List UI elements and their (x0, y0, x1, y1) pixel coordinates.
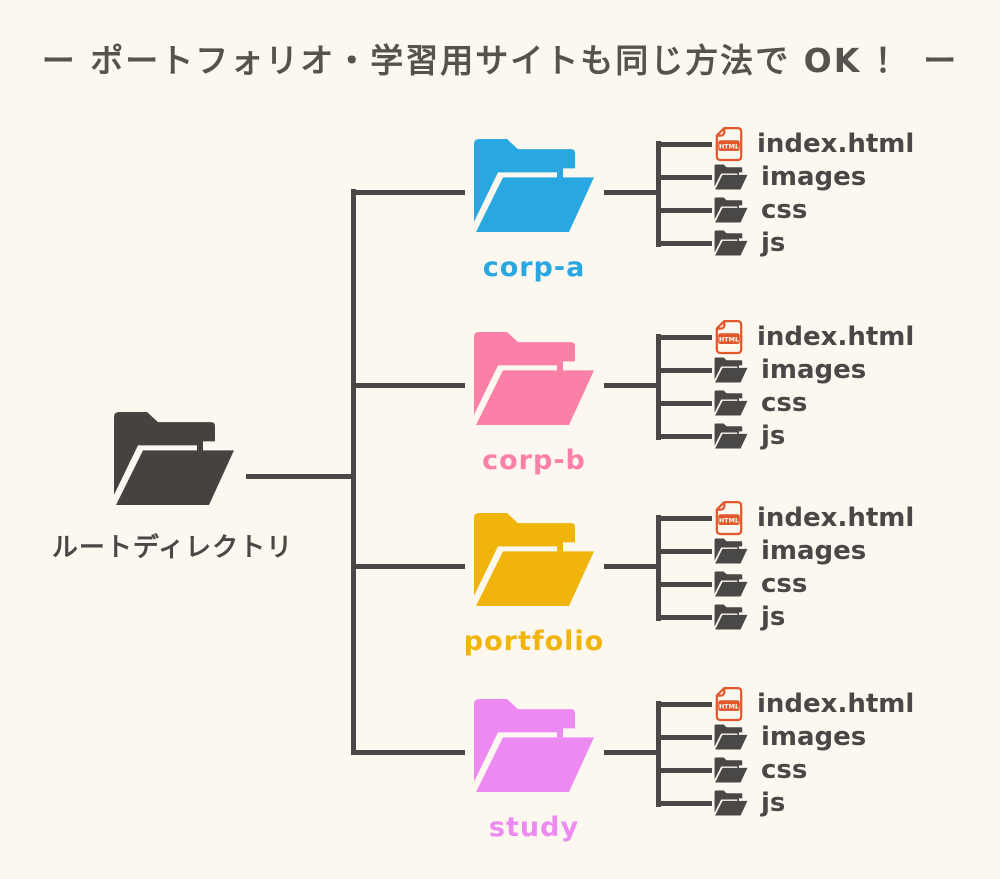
children-trunk-line (656, 141, 661, 247)
folder-name-label: images (761, 355, 867, 385)
folder-to-children-line (604, 383, 660, 388)
child-stub-line (656, 175, 712, 180)
folder-name-label: css (761, 755, 808, 785)
open-folder-icon (472, 330, 596, 427)
folder-group-corp-b: corp-b index.html images css js (0, 280, 1000, 495)
children-trunk-line (656, 334, 661, 440)
folder-label: corp-b (482, 445, 586, 476)
tree-node-js: js (714, 225, 785, 261)
folder-icon (714, 423, 748, 449)
folder-icon (714, 230, 748, 256)
branch-line (351, 383, 465, 388)
folder-to-children-line (604, 190, 660, 195)
folder-icon (714, 197, 748, 223)
root-connector-line (246, 474, 354, 479)
folder-name-label: images (761, 536, 867, 566)
folder-group-portfolio: portfolio index.html images css js (0, 461, 1000, 676)
folder-label: portfolio (463, 626, 605, 657)
child-stub-line (656, 516, 712, 521)
child-stub-line (656, 401, 712, 406)
child-stub-line (656, 735, 712, 740)
tree-node-index-html: index.html (714, 686, 914, 722)
main-trunk-line (351, 189, 356, 755)
folder-to-children-line (604, 750, 660, 755)
tree-node-images: images (714, 352, 866, 388)
folder-name-label: images (761, 722, 867, 752)
tree-node-index-html: index.html (714, 319, 914, 355)
tree-node-js: js (714, 785, 785, 821)
tree-node-images: images (714, 533, 866, 569)
child-stub-line (656, 434, 712, 439)
folder-name-label: css (761, 195, 808, 225)
folder-name-label: js (761, 421, 786, 451)
child-stub-line (656, 582, 712, 587)
folder-icon (714, 604, 748, 630)
open-folder-icon (472, 511, 596, 608)
diagram-title: ー ポートフォリオ・学習用サイトも同じ方法で OK ！ ー (41, 41, 959, 80)
tree-node-js: js (714, 599, 785, 635)
folder-icon (714, 390, 748, 416)
file-label: index.html (757, 322, 915, 352)
branch-line (351, 190, 465, 195)
root-directory-label: ルートディレクトリ (51, 533, 294, 563)
folder-icon (714, 790, 748, 816)
child-stub-line (656, 801, 712, 806)
child-stub-line (656, 768, 712, 773)
children-trunk-line (656, 701, 661, 807)
folder-name-label: js (761, 602, 786, 632)
open-folder-icon (472, 137, 596, 234)
file-label: index.html (757, 129, 915, 159)
file-label: index.html (757, 503, 915, 533)
branch-line (351, 564, 465, 569)
tree-node-js: js (714, 418, 785, 454)
folder-name-label: js (761, 228, 786, 258)
folder-name-label: css (761, 569, 808, 599)
child-stub-line (656, 208, 712, 213)
folder-icon (714, 538, 748, 564)
children-trunk-line (656, 515, 661, 621)
folder-name-label: js (761, 788, 786, 818)
folder-icon (714, 724, 748, 750)
child-stub-line (656, 335, 712, 340)
folder-icon (714, 357, 748, 383)
folder-icon (714, 757, 748, 783)
child-stub-line (656, 368, 712, 373)
tree-node-images: images (714, 719, 866, 755)
child-stub-line (656, 615, 712, 620)
tree-node-index-html: index.html (714, 500, 914, 536)
open-folder-icon (472, 697, 596, 794)
html-file-icon (714, 126, 744, 162)
child-stub-line (656, 142, 712, 147)
tree-node-index-html: index.html (714, 126, 914, 162)
folder-group-study: study index.html images css js (0, 647, 1000, 862)
folder-to-children-line (604, 564, 660, 569)
tree-node-css: css (714, 385, 807, 421)
folder-label: corp-a (482, 252, 586, 283)
tree-node-images: images (714, 159, 866, 195)
html-file-icon (714, 500, 744, 536)
folder-name-label: css (761, 388, 808, 418)
child-stub-line (656, 241, 712, 246)
folder-icon (714, 164, 748, 190)
tree-node-css: css (714, 752, 807, 788)
folder-label: study (488, 812, 580, 843)
html-file-icon (714, 686, 744, 722)
child-stub-line (656, 702, 712, 707)
html-file-icon (714, 319, 744, 355)
folder-name-label: images (761, 162, 867, 192)
child-stub-line (656, 549, 712, 554)
branch-line (351, 750, 465, 755)
tree-node-css: css (714, 566, 807, 602)
tree-node-css: css (714, 192, 807, 228)
file-label: index.html (757, 689, 915, 719)
folder-group-corp-a: corp-a index.html images css js (0, 87, 1000, 302)
folder-icon (714, 571, 748, 597)
